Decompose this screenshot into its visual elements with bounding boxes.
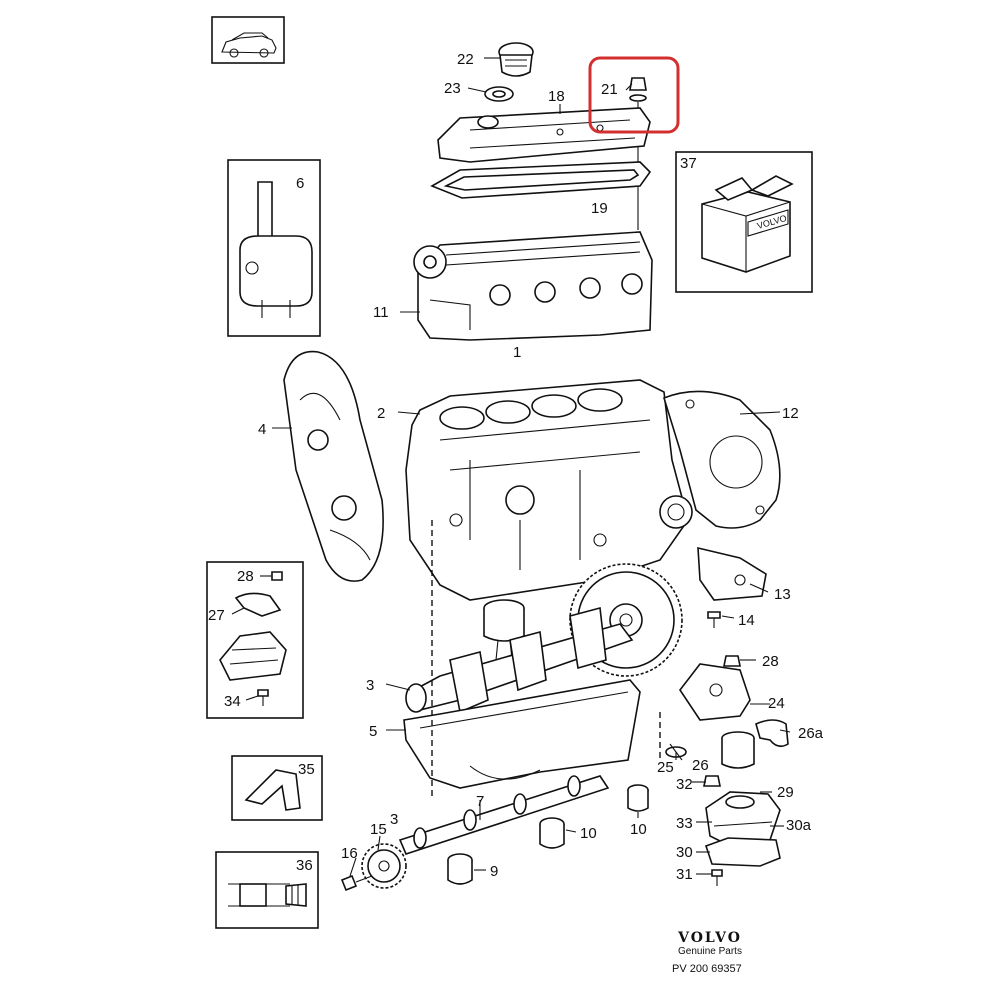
mount-nut-small <box>703 775 721 787</box>
label-26a: 26a <box>798 725 824 742</box>
timing-belt-cover <box>283 350 384 582</box>
crankshaft <box>405 606 634 714</box>
engine-mount-bracket <box>679 663 751 721</box>
bushing <box>447 853 473 885</box>
label-4: 4 <box>258 421 266 438</box>
label-2: 2 <box>377 405 385 422</box>
mount-bolt <box>711 869 723 886</box>
label-13: 13 <box>774 586 791 603</box>
label-6: 6 <box>296 175 304 192</box>
bushing <box>627 784 649 812</box>
label-32: 32 <box>676 776 693 793</box>
bushing <box>539 817 565 849</box>
valve-cover <box>437 107 651 163</box>
label-14: 14 <box>738 612 755 629</box>
label-35: 35 <box>298 761 315 778</box>
label-34: 34 <box>224 693 241 710</box>
label-22: 22 <box>457 51 474 68</box>
label-31: 31 <box>676 866 693 883</box>
label-26: 26 <box>692 757 709 774</box>
engine-bracket <box>697 546 767 601</box>
cylinder-head <box>413 231 653 341</box>
inset-bracket-box <box>206 561 304 719</box>
inset-breather-box <box>227 159 321 337</box>
inset-parts-kit-box <box>675 151 813 293</box>
catalog-number: PV 200 69357 <box>672 963 742 975</box>
brand-name: VOLVO <box>678 930 742 946</box>
label-36: 36 <box>296 857 313 874</box>
oil-filler-cap <box>498 42 534 77</box>
bracket-bolt <box>707 611 721 628</box>
label-10: 10 <box>580 825 597 842</box>
label-30: 30 <box>676 844 693 861</box>
label-21: 21 <box>601 81 618 98</box>
label-25: 25 <box>657 759 674 776</box>
label-9: 9 <box>490 863 498 880</box>
label-5: 5 <box>369 723 377 740</box>
part-labels: 1 2 3 4 5 6 7 9 10 10 11 12 13 14 15 16 … <box>208 51 824 883</box>
label-16: 16 <box>341 845 358 862</box>
valve-cover-nut <box>629 77 647 230</box>
shaft-gear <box>361 843 407 889</box>
mount-plate <box>704 837 781 867</box>
inset-strap-box <box>231 755 323 821</box>
label-3b: 3 <box>390 811 398 828</box>
label-28b: 28 <box>762 653 779 670</box>
oil-cap-seal <box>484 86 514 102</box>
label-10b: 10 <box>630 821 647 838</box>
valve-cover-gasket <box>430 161 652 199</box>
intermediate-shaft <box>398 775 610 855</box>
label-30a: 30a <box>786 817 812 834</box>
label-37: 37 <box>680 155 697 172</box>
label-27: 27 <box>208 607 225 624</box>
flywheel-housing <box>663 390 781 529</box>
label-7: 7 <box>476 793 484 810</box>
label-12: 12 <box>782 405 799 422</box>
label-1: 1 <box>513 344 521 361</box>
label-3: 3 <box>366 677 374 694</box>
label-24: 24 <box>768 695 785 712</box>
highlight-part-21 <box>588 56 680 134</box>
volvo-logo: VOLVO Genuine Parts <box>660 930 760 957</box>
gear-bolt <box>340 874 373 892</box>
mount-base <box>705 791 781 847</box>
inset-bolt-box <box>215 851 319 929</box>
mount-nut <box>723 655 741 667</box>
label-28: 28 <box>237 568 254 585</box>
engine-block <box>405 379 693 601</box>
brand-subtitle: Genuine Parts <box>678 946 742 957</box>
label-11: 11 <box>373 304 389 321</box>
label-33: 33 <box>676 815 693 832</box>
mount-strap <box>755 719 789 748</box>
leader-lines <box>231 57 791 877</box>
car-thumbnail-icon <box>211 16 285 64</box>
rubber-mount <box>721 731 755 769</box>
label-18: 18 <box>548 88 565 105</box>
label-23: 23 <box>444 80 461 97</box>
label-29: 29 <box>777 784 794 801</box>
label-19: 19 <box>591 200 608 217</box>
label-15: 15 <box>370 821 387 838</box>
oil-pan <box>403 679 641 789</box>
